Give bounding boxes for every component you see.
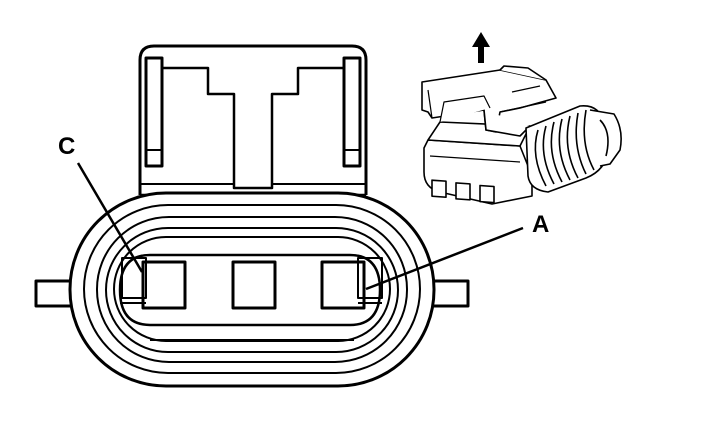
pin-cavity-b bbox=[231, 260, 277, 310]
connector-isometric-view bbox=[421, 65, 622, 205]
iso-rear-seal bbox=[525, 105, 622, 193]
shell-ring-4 bbox=[105, 227, 399, 353]
pin-label-a: A bbox=[532, 211, 549, 238]
leader-line-a bbox=[365, 226, 524, 291]
iso-cavity-2 bbox=[455, 182, 471, 201]
iso-cavity-1 bbox=[431, 179, 447, 198]
up-arrow-icon bbox=[472, 32, 490, 63]
iso-cavity-3 bbox=[479, 184, 495, 204]
shell-ring-3 bbox=[96, 216, 408, 363]
pin-cavity-c bbox=[141, 260, 187, 310]
leader-line-c bbox=[76, 162, 144, 273]
pin-cavity-a bbox=[320, 260, 366, 310]
latch-housing bbox=[138, 44, 368, 197]
outer-shell bbox=[68, 191, 436, 388]
connector-face-view bbox=[34, 44, 524, 388]
pin-label-c: C bbox=[58, 133, 75, 160]
shell-ring-2 bbox=[83, 204, 421, 374]
